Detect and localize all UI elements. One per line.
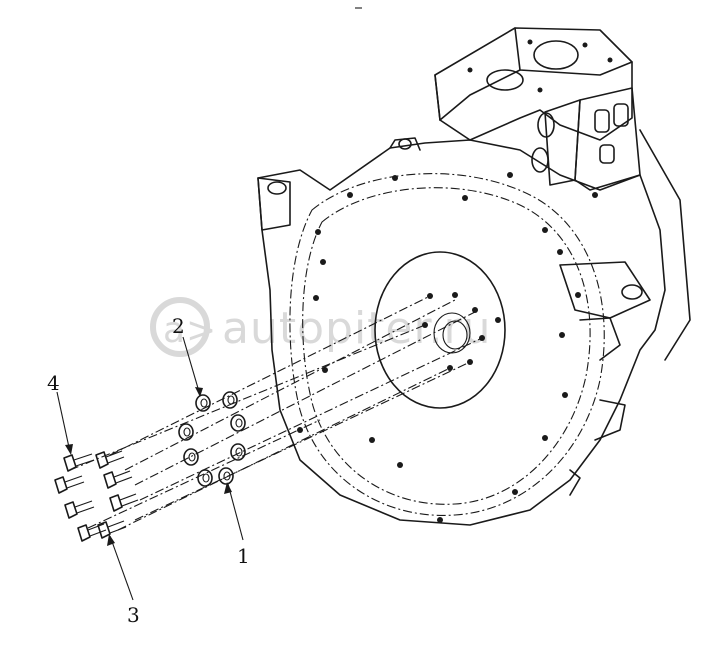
callout-3: 3 xyxy=(127,603,140,627)
bolt xyxy=(77,523,107,542)
bell-housing xyxy=(257,137,666,526)
bolt xyxy=(64,500,95,519)
alignment-lines xyxy=(69,295,483,531)
callouts: 2 1 3 4 xyxy=(47,314,250,627)
watermark-text: autopiter.ru xyxy=(222,303,492,354)
callout-4: 4 xyxy=(47,371,60,395)
washer xyxy=(222,391,238,409)
bolt xyxy=(103,470,133,489)
washer xyxy=(230,414,246,432)
callout-2: 2 xyxy=(172,314,185,338)
bolt xyxy=(97,520,127,539)
transmission-housing xyxy=(434,27,691,361)
autopiter-logo-icon: a> xyxy=(150,297,217,357)
washer xyxy=(195,394,211,412)
leader-lines xyxy=(56,336,244,601)
callout-1: 1 xyxy=(237,544,250,568)
housing-bolt-holes xyxy=(297,172,598,523)
watermark: a> autopiter.ru xyxy=(150,297,492,357)
washer xyxy=(197,469,213,487)
watermark-symbol: a> xyxy=(163,310,217,351)
bolt xyxy=(63,453,95,472)
washer xyxy=(183,448,199,466)
washer xyxy=(230,443,246,461)
bolt xyxy=(95,450,125,469)
washers xyxy=(178,391,246,487)
bolts xyxy=(54,450,139,542)
bolt xyxy=(54,475,85,494)
washer xyxy=(178,423,194,441)
washer xyxy=(218,467,234,485)
bolt xyxy=(109,493,139,512)
